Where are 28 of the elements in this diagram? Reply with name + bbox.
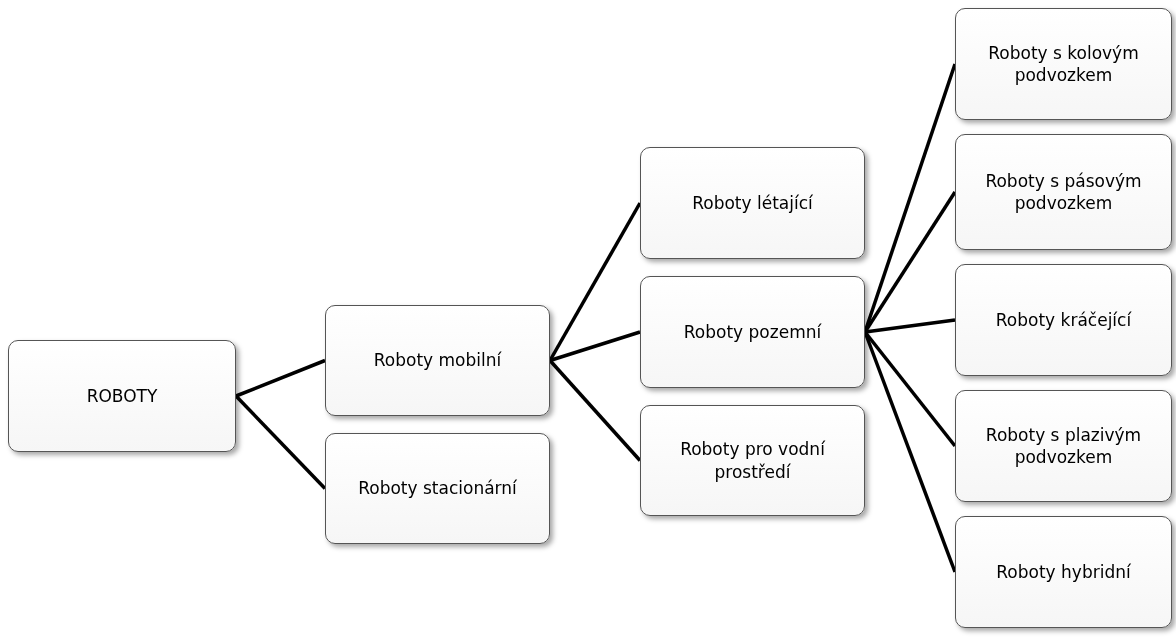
connector-line <box>549 330 641 363</box>
connector-line <box>864 318 956 334</box>
connector-line <box>235 358 326 398</box>
node-label: Roboty létající <box>692 191 813 215</box>
category-box <box>640 276 865 388</box>
category-box <box>640 147 865 259</box>
node-label: Roboty pro vodní prostředí <box>679 438 826 483</box>
node-label: Roboty s plazivým podvozkem <box>984 423 1143 469</box>
connector-line <box>234 394 327 490</box>
node-label: Roboty hybridní <box>996 560 1131 584</box>
node-label: Roboty s pásovým podvozkem <box>984 169 1143 215</box>
category-box <box>8 340 236 452</box>
category-box <box>955 134 1172 250</box>
category-box <box>325 433 550 544</box>
node-label: Roboty mobilní <box>373 349 502 372</box>
category-box <box>325 305 550 416</box>
node-label: Roboty stacionární <box>358 477 517 500</box>
node-label: ROBOTY <box>86 384 158 408</box>
category-box <box>640 405 865 516</box>
connector-line <box>548 202 642 362</box>
category-box <box>955 390 1172 502</box>
category-box <box>955 264 1172 376</box>
category-box <box>955 8 1172 120</box>
connector-line <box>548 359 642 462</box>
category-box <box>955 516 1172 628</box>
node-label: Roboty kráčející <box>995 308 1132 332</box>
node-label: Roboty pozemní <box>683 320 822 344</box>
node-label: Roboty s kolovým podvozkem <box>987 41 1140 87</box>
